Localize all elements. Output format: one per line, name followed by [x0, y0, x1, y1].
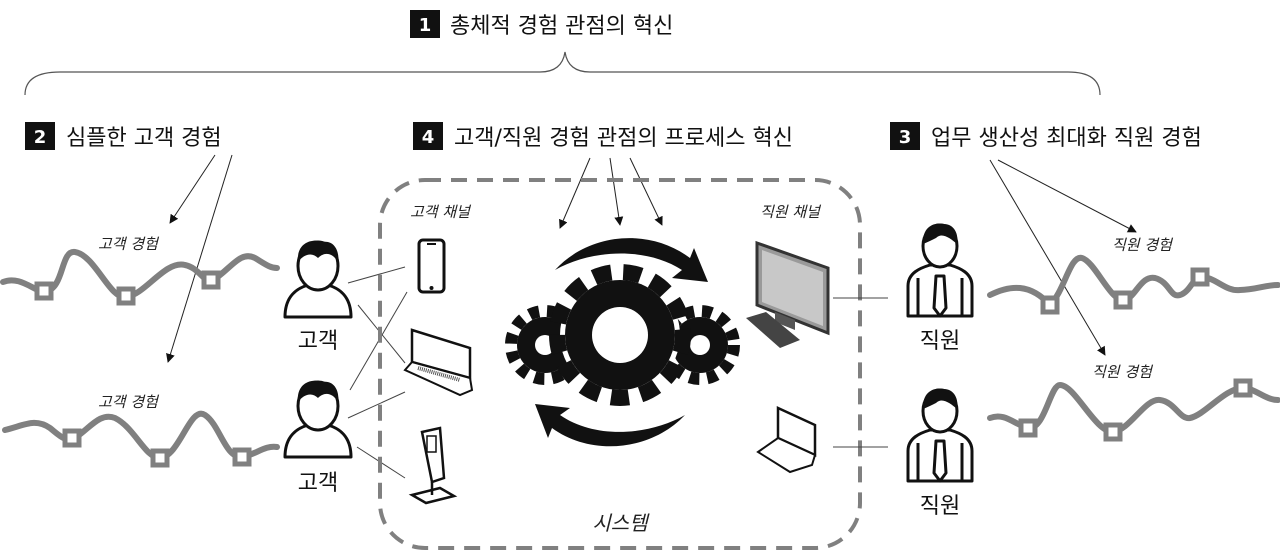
number: 1	[419, 15, 432, 36]
gears-icon	[505, 238, 740, 447]
smartphone-icon	[417, 238, 446, 294]
customer-experience-label: 고객 경험	[98, 393, 160, 411]
connection-lines	[833, 297, 888, 448]
employee-label: 직원	[920, 494, 960, 519]
arrow	[166, 154, 233, 363]
arrow	[609, 157, 624, 226]
customer-journey-line	[2, 410, 280, 468]
arrow	[989, 159, 1106, 356]
employee-label: 직원	[920, 329, 960, 354]
customer-icon	[283, 380, 353, 459]
brace	[24, 51, 1101, 96]
system-boundary	[378, 178, 862, 550]
number-badge	[410, 10, 440, 38]
arrow	[629, 157, 663, 226]
label-holistic-innovation: 1 총체적 경험 관점의 혁신	[410, 10, 673, 39]
label-simple-customer-experience: 2 심플한 고객 경험	[25, 122, 222, 151]
label-process-innovation: 4 고객/직원 경험 관점의 프로세스 혁신	[413, 122, 793, 151]
number: 3	[899, 127, 912, 148]
customer-icon	[283, 240, 353, 319]
rotate-arrow-icon	[555, 238, 708, 282]
employee-journey-line	[987, 378, 1280, 442]
customer-label: 고객	[298, 329, 338, 354]
arrows	[166, 154, 1137, 363]
customer-experience-label: 고객 경험	[98, 235, 160, 253]
rotate-arrow-icon	[535, 404, 685, 447]
label-employee-productivity: 3 업무 생산성 최대화 직원 경험	[890, 122, 1202, 151]
system-label: 시스템	[592, 511, 650, 535]
employee-icon	[906, 223, 974, 318]
label-text: 업무 생산성 최대화 직원 경험	[931, 126, 1202, 151]
customer-label: 고객	[298, 471, 338, 496]
customer-channel-label: 고객 채널	[410, 203, 472, 221]
arrow	[559, 157, 591, 229]
employee-journey-line	[987, 255, 1280, 315]
label-text: 심플한 고객 경험	[66, 126, 222, 151]
laptop-icon	[403, 328, 474, 397]
employee-experience-label: 직원 경험	[1092, 363, 1154, 381]
kiosk-icon	[408, 426, 458, 505]
number: 2	[34, 127, 47, 148]
arrow	[997, 159, 1137, 233]
arrow	[169, 154, 216, 224]
customer-journey-line	[0, 249, 280, 306]
laptop-icon	[756, 406, 817, 474]
label-text: 고객/직원 경험 관점의 프로세스 혁신	[454, 126, 793, 151]
connection-lines	[347, 266, 408, 479]
label-text: 총체적 경험 관점의 혁신	[450, 14, 673, 39]
employee-icon	[906, 388, 974, 483]
employee-channel-label: 직원 채널	[760, 203, 822, 221]
employee-experience-label: 직원 경험	[1112, 236, 1174, 254]
desktop-monitor-icon	[746, 240, 830, 348]
number: 4	[422, 127, 435, 148]
